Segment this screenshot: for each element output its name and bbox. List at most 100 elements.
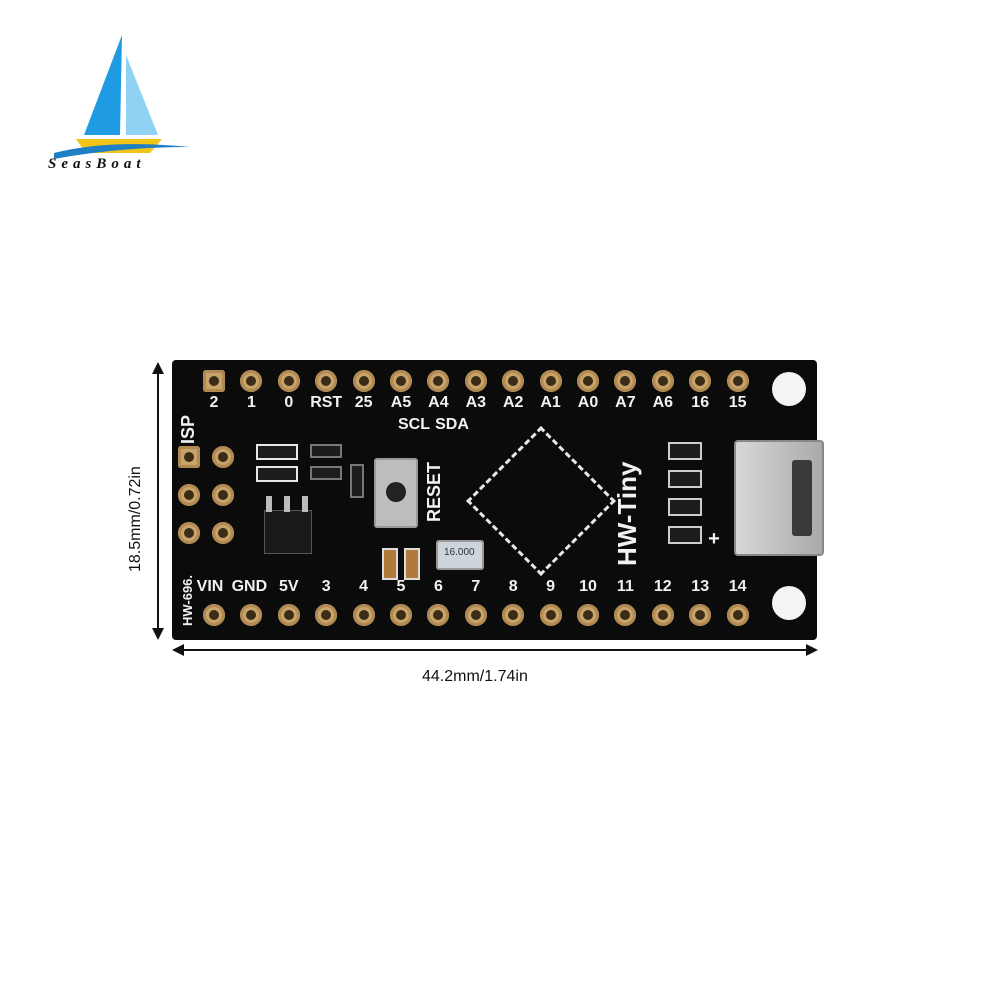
bottom-pin-8	[502, 604, 525, 626]
top-pin-label: 2	[209, 394, 219, 411]
led-component	[256, 466, 298, 482]
crystal-oscillator: 16.000	[436, 540, 484, 570]
bottom-pin-label: 8	[508, 578, 518, 595]
bottom-pin-label: 7	[471, 578, 481, 595]
bottom-pin-3	[315, 604, 338, 626]
usb-opening	[792, 460, 812, 536]
height-dimension-arrow	[152, 362, 164, 640]
bottom-pin-7	[464, 604, 487, 626]
regulator-lead	[284, 496, 290, 512]
top-pin-label: A0	[577, 394, 599, 411]
top-pin-label: 25	[354, 394, 373, 411]
bottom-pin-label: 6	[433, 578, 443, 595]
mounting-hole	[772, 586, 806, 620]
bottom-pin-vin	[203, 604, 225, 626]
isp-label: ISP	[178, 414, 198, 444]
top-pin-label: A5	[390, 394, 412, 411]
brand-name: SeasBoat	[48, 156, 146, 172]
reset-label: RESET	[424, 461, 444, 522]
regulator-lead	[302, 496, 308, 512]
top-pin-15	[726, 370, 749, 392]
bottom-pin-label: 14	[728, 578, 747, 595]
smd-component	[668, 442, 702, 460]
top-pin-a7	[614, 370, 637, 392]
bottom-pin-4	[352, 604, 375, 626]
width-dimension-label: 44.2mm/1.74in	[422, 668, 528, 685]
bottom-pin-label: VIN	[196, 578, 224, 595]
bottom-pin-label: 10	[579, 578, 597, 595]
top-pin-2	[203, 370, 225, 392]
crystal-label: 16.000	[444, 547, 475, 558]
isp-pin	[178, 522, 200, 544]
isp-pin	[212, 522, 234, 544]
reset-button-cap	[386, 482, 406, 502]
board-model-label: HW-696.	[180, 574, 195, 626]
smd-component	[668, 498, 702, 516]
top-pin-label: A1	[540, 394, 561, 411]
bottom-pin-label: 9	[546, 578, 556, 595]
bottom-pin-10	[577, 604, 599, 626]
isp-pin	[212, 484, 234, 506]
reset-button[interactable]	[374, 458, 418, 528]
bottom-pin-label: 12	[653, 578, 672, 595]
top-pin-a5	[390, 370, 412, 392]
top-pin-25	[352, 370, 375, 392]
isp-pin	[178, 446, 200, 468]
bottom-pin-5	[390, 604, 412, 626]
isp-pin	[212, 446, 234, 468]
top-pin-label: A4	[428, 394, 449, 411]
bottom-pin-label: 11	[616, 578, 634, 595]
board-name-label: HW-Tiny	[612, 461, 642, 566]
top-pin-label: RST	[310, 394, 343, 411]
sda-label: SDA	[435, 416, 469, 433]
top-pin-a6	[651, 370, 674, 392]
bottom-pin-label: 5	[396, 578, 406, 595]
top-pin-a4	[427, 370, 450, 392]
capacitor-component	[382, 548, 398, 580]
sailboat-logo-icon	[54, 35, 190, 159]
capacitor-component	[404, 548, 420, 580]
isp-pin	[178, 484, 200, 506]
mounting-hole	[772, 372, 806, 406]
bottom-pin-label: 13	[691, 578, 710, 595]
smd-component	[668, 470, 702, 488]
top-pin-label: A6	[652, 394, 674, 411]
voltage-regulator	[264, 510, 312, 554]
bottom-pin-label: 4	[359, 578, 369, 595]
micro-usb-port[interactable]	[734, 440, 824, 556]
top-pin-0	[277, 370, 300, 392]
resistor-component	[310, 444, 342, 458]
top-pin-label: 1	[246, 394, 256, 411]
top-pin-label: 15	[728, 394, 747, 411]
top-pin-label: 0	[284, 394, 294, 411]
scl-label: SCL	[398, 416, 430, 433]
bottom-pin-label: 5V	[279, 578, 299, 595]
bottom-pin-label: GND	[231, 578, 268, 595]
resistor-component	[310, 466, 342, 480]
bottom-pin-label: 3	[321, 578, 331, 595]
top-pin-1	[240, 370, 263, 392]
top-pin-label: A2	[502, 394, 524, 411]
height-dimension-label: 18.5mm/0.72in	[127, 466, 144, 572]
top-pin-rst	[315, 370, 338, 392]
resistor-component	[350, 464, 364, 498]
regulator-lead	[266, 496, 272, 512]
top-pin-a1	[539, 370, 562, 392]
microcontroller-chip	[466, 426, 616, 576]
top-pin-label: A7	[615, 394, 636, 411]
top-pin-label: A3	[465, 394, 487, 411]
bottom-pin-12	[651, 604, 674, 626]
bottom-pin-11	[614, 604, 637, 626]
top-pin-a3	[464, 370, 487, 392]
led-component	[256, 444, 298, 460]
top-pin-label: 16	[691, 394, 710, 411]
width-dimension-arrow	[172, 644, 818, 656]
bottom-pin-gnd	[240, 604, 263, 626]
top-pin-a2	[502, 370, 525, 392]
top-pin-a0	[577, 370, 599, 392]
smd-component	[668, 526, 702, 544]
bottom-pin-13	[689, 604, 712, 626]
bottom-pin-14	[726, 604, 749, 626]
bottom-pin-6	[427, 604, 450, 626]
pcb-board: ISP HW-696. SCL SDA RESET 16.000 HW-Tiny…	[172, 360, 824, 640]
